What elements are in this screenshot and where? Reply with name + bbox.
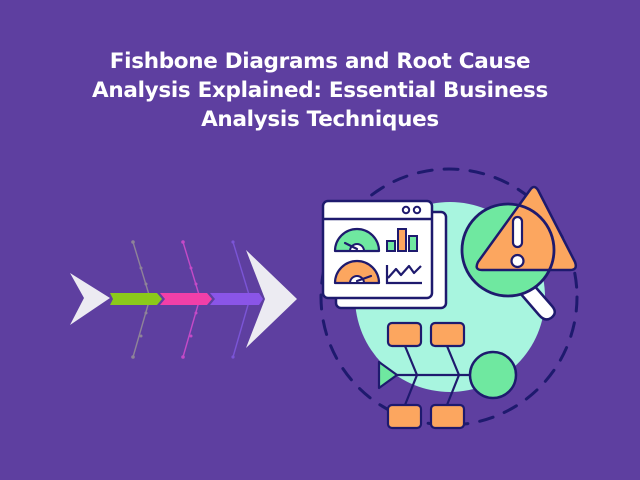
title-line-3: Analysis Techniques bbox=[201, 107, 439, 132]
cause-box bbox=[429, 403, 466, 430]
dashed-ring bbox=[319, 167, 579, 427]
dashboard-window bbox=[321, 199, 434, 300]
exclamation-icon bbox=[510, 215, 525, 269]
spine-segment-violet bbox=[210, 293, 263, 305]
bar-chart-icon bbox=[386, 228, 418, 252]
window-dot-icon bbox=[401, 205, 411, 215]
fishbone-arrow-graphic bbox=[70, 240, 297, 359]
title-line-1: Fishbone Diagrams and Root Cause bbox=[109, 49, 531, 74]
bone-pink bbox=[181, 240, 201, 359]
bone-gray bbox=[131, 240, 151, 359]
bone-violet bbox=[231, 240, 251, 359]
cause-box bbox=[386, 403, 423, 430]
gauge-icon bbox=[333, 227, 381, 253]
page-title: Fishbone Diagrams and Root Cause Analysi… bbox=[0, 47, 640, 134]
line-chart-icon bbox=[385, 264, 422, 285]
cause-box bbox=[429, 321, 466, 348]
root-cause-icon-graphic bbox=[319, 167, 579, 430]
fishbone-tail-icon bbox=[377, 360, 399, 390]
magnifying-glass-icon bbox=[460, 202, 556, 321]
tail-arrowhead bbox=[70, 273, 110, 325]
window-dot-icon bbox=[412, 205, 422, 215]
mini-fishbone-icon bbox=[377, 321, 518, 430]
spine-segment-pink bbox=[160, 293, 212, 305]
fishbone-head-icon bbox=[468, 350, 518, 400]
title-line-2: Analysis Explained: Essential Business bbox=[92, 78, 548, 103]
head-arrowhead bbox=[246, 250, 297, 348]
spine-segment-green bbox=[110, 293, 162, 305]
gauge-icon bbox=[333, 259, 381, 285]
cause-box bbox=[386, 321, 423, 348]
